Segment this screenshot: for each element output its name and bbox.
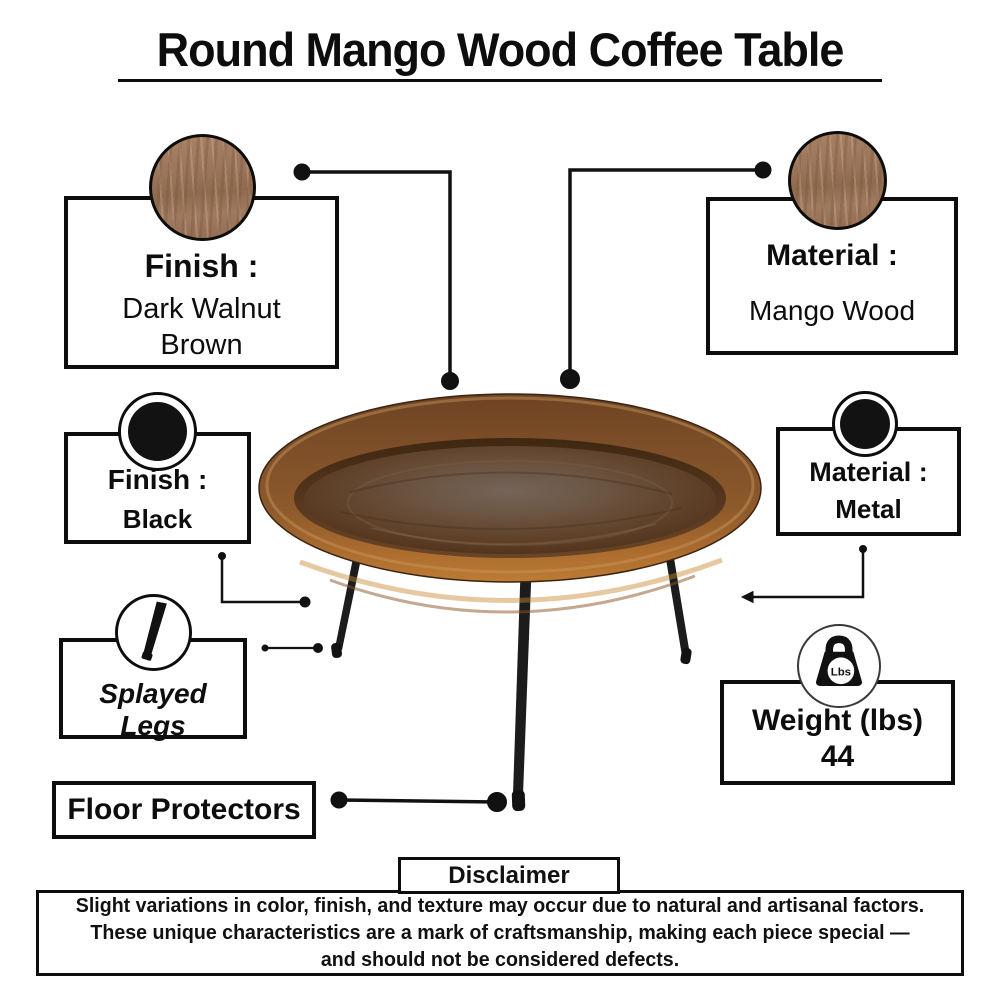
table-legs (331, 548, 692, 812)
callout-finish-wood: Finish : Dark Walnut Brown (64, 196, 339, 369)
finish-wood-value: Dark Walnut Brown (122, 293, 281, 361)
metal-swatch-core (840, 399, 890, 449)
page-title: Round Mango Wood Coffee Table (156, 22, 845, 77)
table-top (258, 393, 762, 614)
disclaimer-title: Disclaimer (398, 857, 620, 894)
connector-lines (218, 161, 867, 812)
splayed-legs-label: Splayed Legs (99, 678, 207, 741)
weight-label: Weight (lbs) (751, 704, 924, 737)
weight-value: 44 (820, 740, 855, 773)
material-metal-value: Metal (835, 494, 902, 524)
disclaimer-box: Slight variations in color, finish, and … (36, 890, 964, 976)
metal-swatch-icon (832, 391, 898, 457)
material-wood-value: Mango Wood (748, 295, 916, 326)
finish-black-value: Black (122, 504, 193, 534)
weight-unit-badge: Lbs (831, 667, 851, 679)
material-metal-label: Material : (809, 457, 928, 487)
title-underline (118, 79, 882, 82)
wood-finish-swatch-icon (149, 134, 256, 241)
material-wood-label: Material : (766, 239, 898, 272)
black-finish-swatch-core (128, 402, 187, 461)
disclaimer-text: Slight variations in color, finish, and … (75, 894, 925, 971)
mango-wood-swatch-icon (788, 131, 887, 230)
finish-wood-label: Finish : (144, 248, 259, 284)
callout-floor-protectors: Floor Protectors (52, 781, 316, 839)
weight-icon: Lbs (797, 624, 881, 708)
floor-protectors-label: Floor Protectors (67, 793, 301, 826)
splayed-leg-icon (115, 594, 192, 671)
black-finish-swatch-icon (118, 392, 197, 471)
